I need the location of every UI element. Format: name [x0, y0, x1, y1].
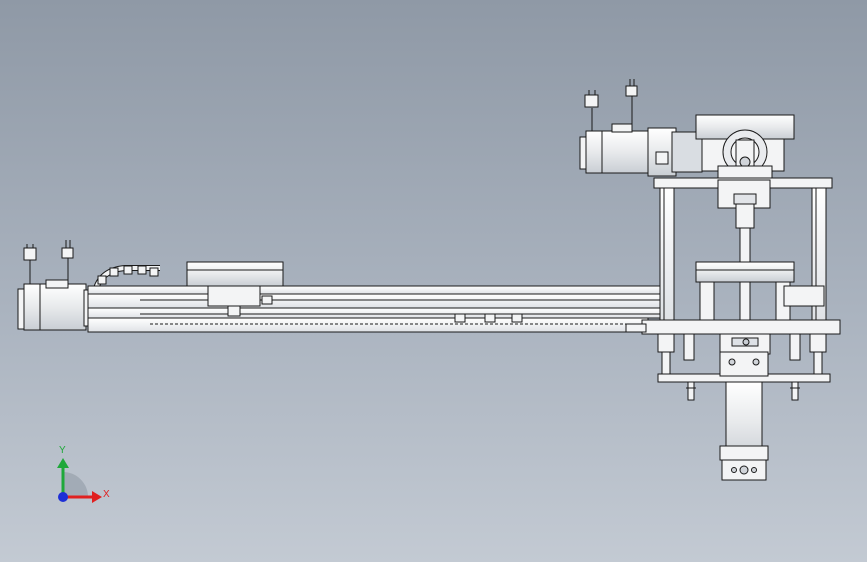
- triad-y-label: Y: [59, 445, 66, 456]
- z-axis-vertical-slide[interactable]: [719, 351, 769, 481]
- z-axis-dot: [58, 492, 68, 502]
- z-axis-base-plate[interactable]: [625, 319, 841, 335]
- y-axis-arrow: [57, 458, 69, 497]
- x-axis-linear-module[interactable]: [87, 285, 664, 333]
- x-axis-carriage[interactable]: [186, 261, 284, 317]
- x-motor-cable-connector-left: [23, 244, 37, 284]
- x-axis-motor[interactable]: [17, 279, 93, 331]
- z-axis-motor[interactable]: [579, 123, 703, 177]
- y-axis-carriage[interactable]: [695, 261, 825, 323]
- z-motor-cable-connector-left: [584, 90, 599, 131]
- triad-x-label: X: [103, 489, 110, 500]
- z-motor-cable-connector-right: [625, 79, 638, 124]
- coordinate-triad: Y X: [57, 445, 110, 503]
- x-axis-arrow: [63, 491, 102, 503]
- x-motor-cable-connector-right: [61, 240, 74, 282]
- right-angle-gearbox[interactable]: [695, 114, 795, 181]
- z-axis-guide-bushings: [657, 333, 827, 375]
